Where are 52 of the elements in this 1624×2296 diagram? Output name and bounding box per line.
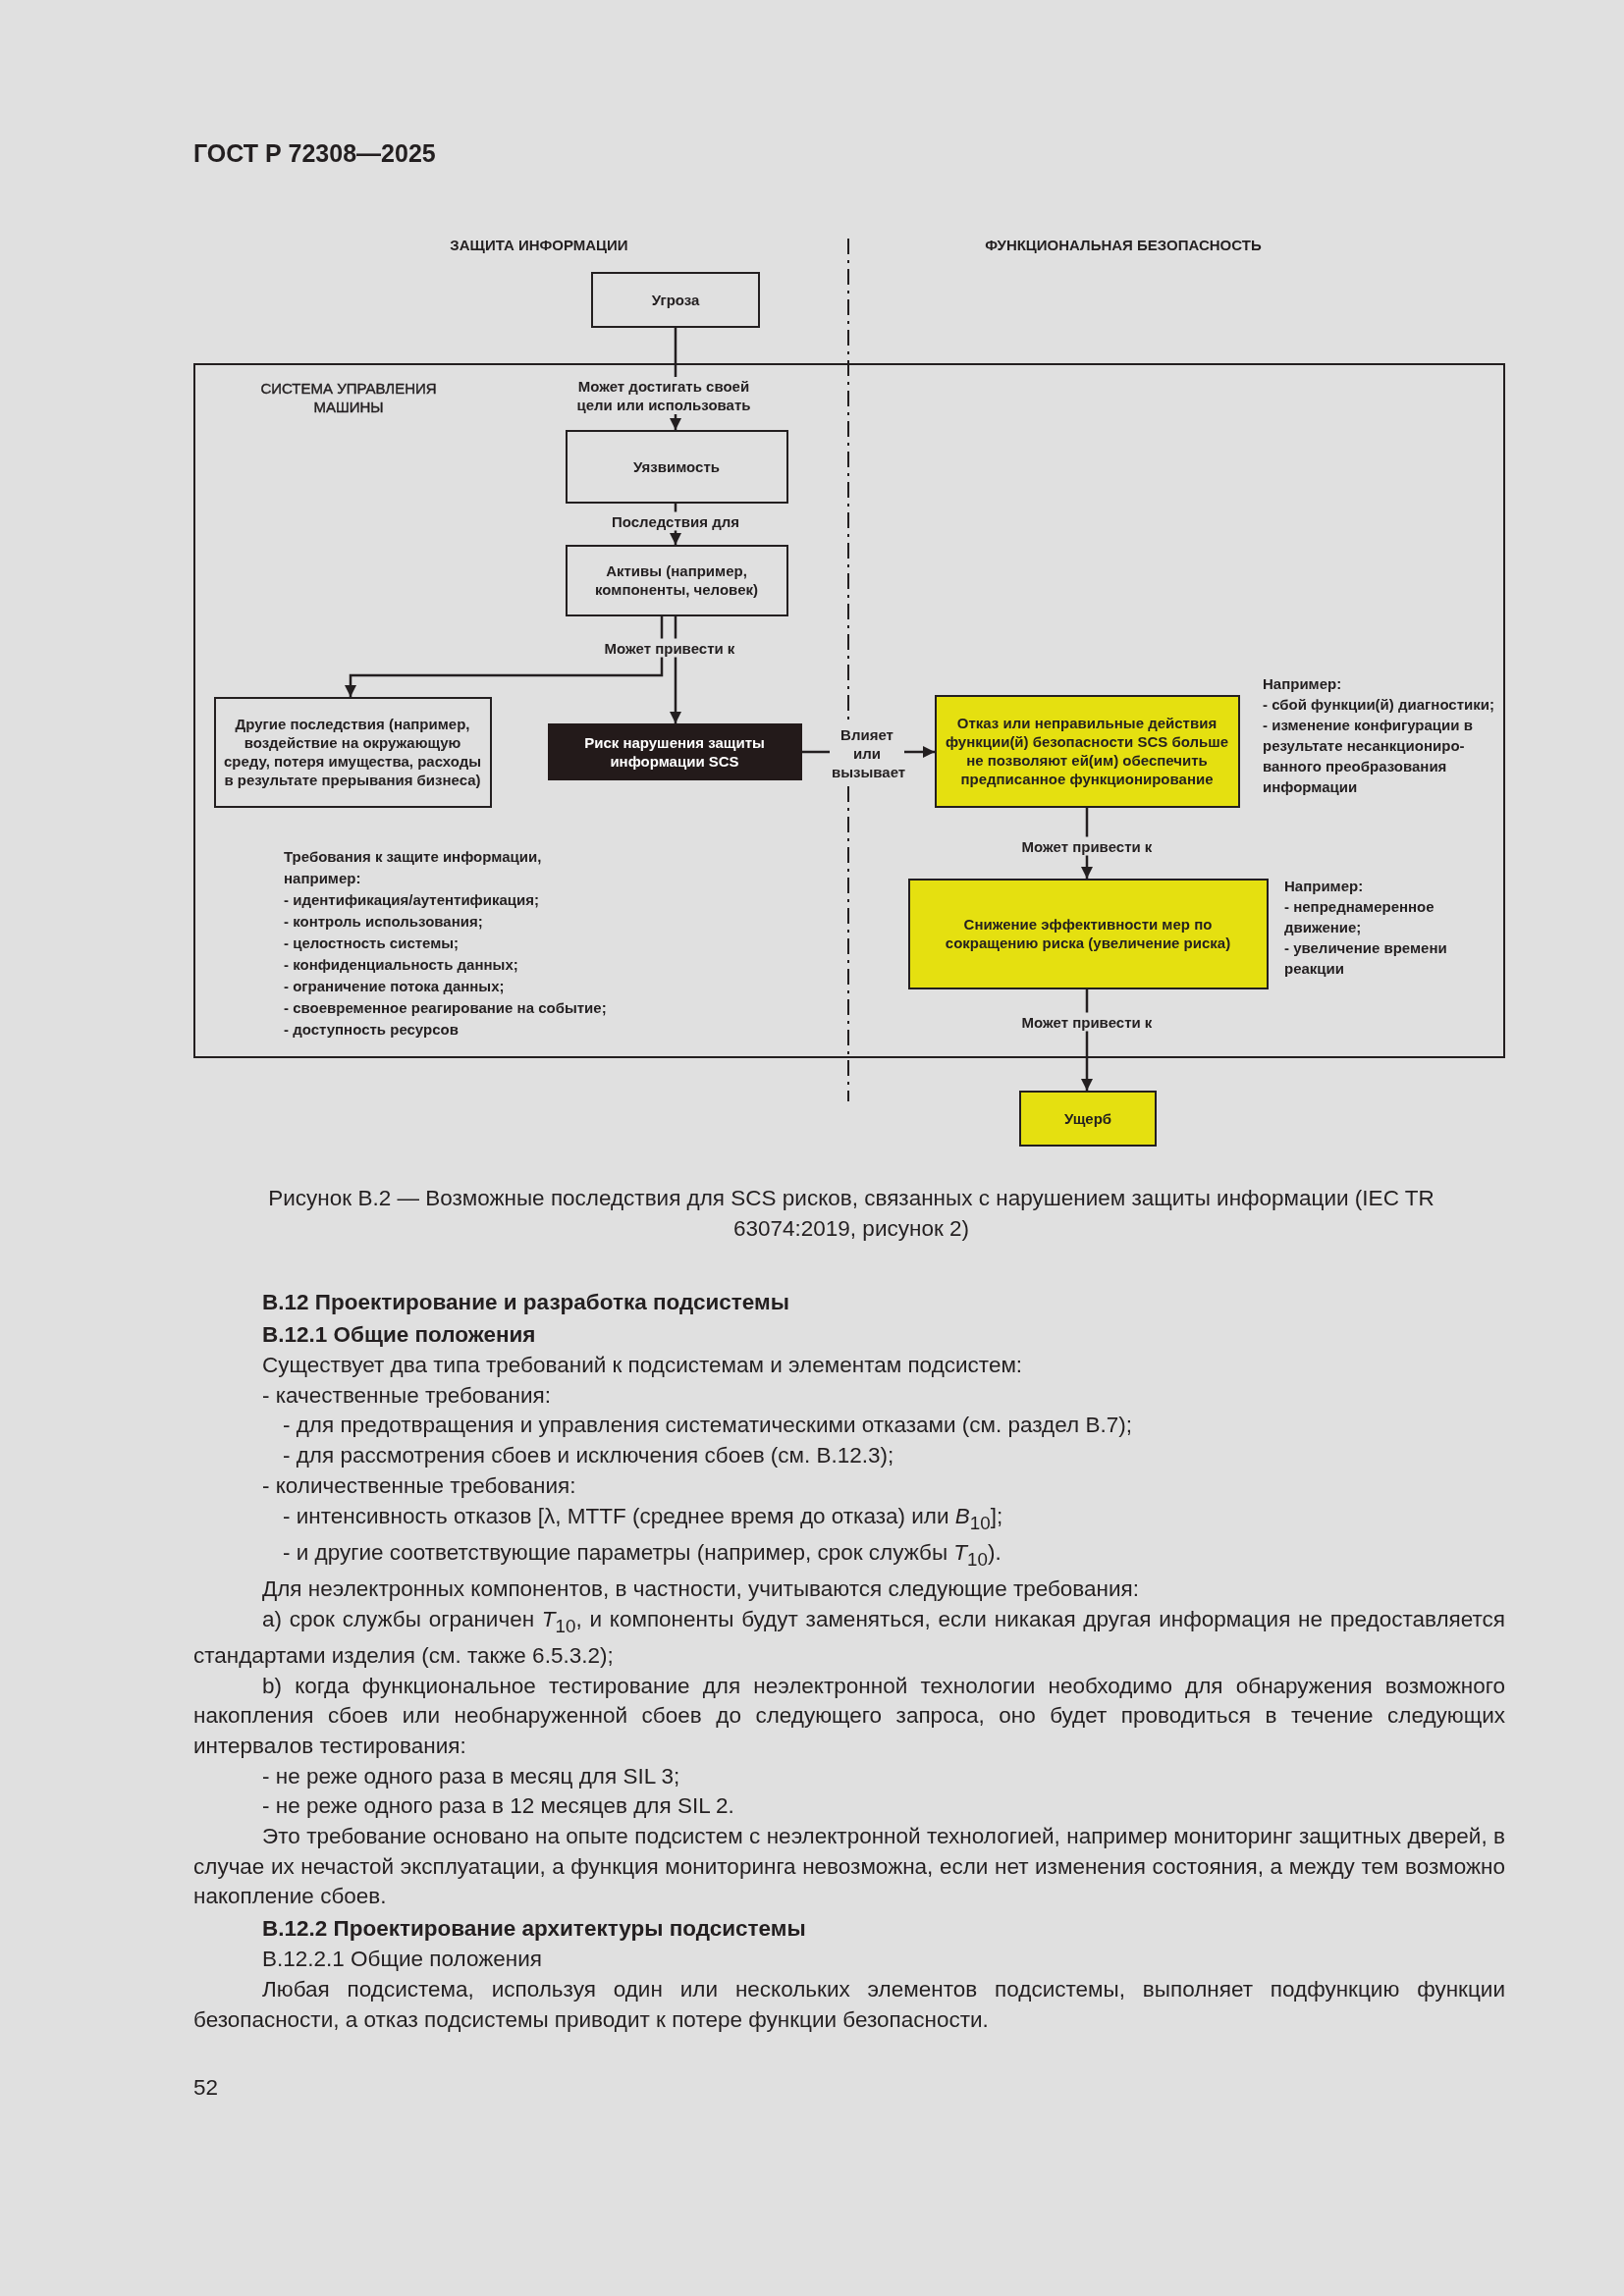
note-text: - изменение конфигурации в результате несанкциониро-ванного преобразования информации	[1263, 716, 1474, 797]
body-paragraph: В.12.2.1 Общие положения	[261, 1946, 543, 1974]
body-paragraph: - для предотвращения и управления систематическими отказами (см. раздел В.7);	[282, 1412, 1133, 1440]
section-heading: В.12.2 Проектирование архитектуры подсистемы	[261, 1915, 807, 1944]
process-box: Уязвимость	[565, 429, 788, 504]
list-item: - конфиденциальность данных;	[284, 955, 518, 975]
list-item: - ограничение потока данных;	[284, 977, 505, 996]
note-text: Например:	[1263, 674, 1343, 694]
body-paragraph: - качественные требования:	[261, 1381, 553, 1410]
arrow	[344, 616, 664, 697]
section-heading: В.12.1 Общие положения	[261, 1321, 537, 1349]
highlighted-box: Ущерб	[1019, 1091, 1157, 1147]
body-paragraph: - количественные требования:	[261, 1471, 577, 1500]
body-paragraph: Для неэлектронных компонентов, в частности, учитываются следующие требования:	[261, 1575, 1140, 1603]
section-heading: В.12 Проектирование и разработка подсистемы	[261, 1289, 790, 1316]
process-box: Угроза	[591, 272, 760, 328]
note-text: Например:	[1284, 877, 1365, 896]
note-text: - сбой функции(й) диагностики;	[1263, 695, 1495, 715]
body-paragraph: - не реже одного раза в 12 месяцев для SIL 2.	[261, 1792, 735, 1821]
group-title: СИСТЕМА УПРАВЛЕНИЯ МАШИНЫ	[259, 379, 438, 416]
body-paragraph: - и другие соответствующие параметры (например, срок службы T$_{10}$).	[282, 1538, 1002, 1572]
column-heading: ЗАЩИТА ИНФОРМАЦИИ	[450, 236, 628, 255]
process-box: Активы (например, компоненты, человек)	[565, 544, 788, 616]
note-text: Требования к защите информации, например:	[284, 847, 543, 888]
column-heading: ФУНКЦИОНАЛЬНАЯ БЕЗОПАСНОСТЬ	[985, 236, 1262, 255]
body-paragraph: а) срок службы ограничен T$_{10}$, и компоненты будут заменяться, если никакая другая информация не предоставляется стандартами изделия (см. также 6.5.3.2);	[193, 1605, 1505, 1670]
body-paragraph: Это требование основано на опыте подсистем с неэлектронной технологией, например мониторинг защитных дверей, в случае их нечастой эксплуатации, а функция мониторинга невозможна, если нет изменения состояния, а между тем возможно накопление сбоев.	[193, 1823, 1505, 1911]
body-paragraph: Любая подсистема, используя один или нескольких элементов подсистемы, выполняет подфункцию функции безопасности, а отказ подсистемы приводит к потере функции безопасности.	[193, 1975, 1505, 2034]
body-paragraph: - интенсивность отказов [λ, MTTF (среднее время до отказа) или B$_{10}$];	[282, 1502, 1004, 1534]
body-paragraph: - для рассмотрения сбоев и исключения сбоев (см. В.12.3);	[282, 1442, 895, 1470]
list-item: - своевременное реагирование на событие;	[284, 998, 607, 1018]
list-item: - целостность системы;	[284, 934, 460, 953]
highlighted-box: Отказ или неправильные действия функции(й) безопасности SCS больше не позволяют ей(им) обеспечить предписанное функционирование	[934, 694, 1240, 808]
note-text: - непреднамеренное движение;	[1284, 897, 1435, 937]
body-paragraph: b) когда функциональное тестирование для неэлектронной технологии необходимо для обнаружения возможного накопления сбоев или необнаруженной сбоев до следующего запроса, оно будет проводиться в течение следующих интервалов тестирования:	[193, 1672, 1505, 1760]
body-paragraph: Существует два типа требований к подсистемам и элементам подсистем:	[261, 1352, 1024, 1379]
edge-label: Последствия для	[610, 511, 741, 531]
page-number: 52	[193, 2074, 219, 2102]
edge-label: Влияет или вызывает	[830, 724, 904, 781]
highlighted-box: Снижение эффективности мер по сокращению риска (увеличение риска)	[907, 878, 1269, 989]
page-header: ГОСТ Р 72308—2025	[193, 138, 436, 169]
process-box: Другие последствия (например, воздействие на окружающую среду, потеря имущества, расходы в результате прерывания бизнеса)	[213, 696, 492, 808]
risk-box: Риск нарушения защиты информации SCS	[547, 722, 802, 780]
figure-caption: Рисунок В.2 — Возможные последствия для SCS рисков, связанных с нарушением защиты информации (IEC TR 63074:2019, рисунок 2)	[267, 1185, 1435, 1243]
list-item: - контроль использования;	[284, 912, 483, 932]
list-item: - идентификация/аутентификация;	[284, 890, 539, 910]
edge-label: Может привести к	[1019, 1012, 1155, 1032]
edge-label: Может привести к	[602, 638, 737, 658]
edge-label: Может привести к	[1019, 836, 1155, 856]
body-paragraph: - не реже одного раза в месяц для SIL 3;	[261, 1762, 681, 1790]
list-item: - доступность ресурсов	[284, 1020, 459, 1040]
note-text: - увеличение времени реакции	[1284, 938, 1448, 979]
